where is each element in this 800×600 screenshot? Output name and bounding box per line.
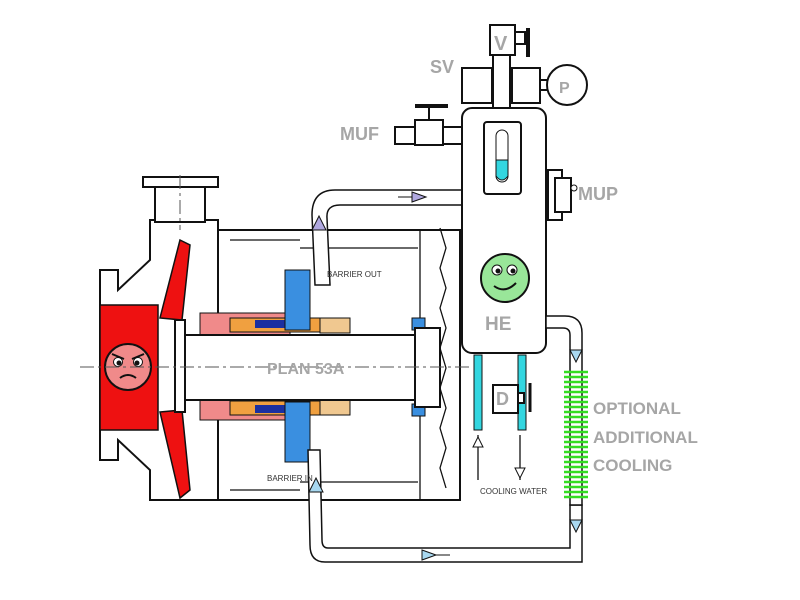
flow-arrow-out	[311, 214, 327, 231]
flow-arrow-in	[308, 476, 324, 493]
label-sv: SV	[430, 57, 454, 77]
shaft	[80, 327, 470, 408]
label-optional-2: ADDITIONAL	[593, 428, 698, 447]
label-barrier-out: BARRIER OUT	[327, 270, 382, 279]
label-p: P	[559, 80, 570, 97]
happy-face-icon	[480, 253, 530, 303]
label-he: HE	[485, 314, 511, 335]
label-barrier-in: BARRIER IN	[267, 474, 313, 483]
label-d: D	[496, 389, 509, 409]
label-v: V	[494, 33, 508, 55]
pump-casing	[99, 175, 219, 501]
label-muf: MUF	[340, 124, 379, 144]
label-optional-3: COOLING	[593, 456, 672, 475]
label-optional-1: OPTIONAL	[593, 399, 681, 418]
label-cooling-water: COOLING WATER	[480, 487, 547, 496]
top-fittings	[394, 24, 588, 146]
cooling-coil	[472, 354, 532, 480]
label-mup: MUP	[578, 184, 618, 204]
seal-assembly	[199, 269, 426, 463]
label-plan: PLAN 53A	[267, 361, 345, 378]
optional-cooler	[545, 315, 588, 506]
